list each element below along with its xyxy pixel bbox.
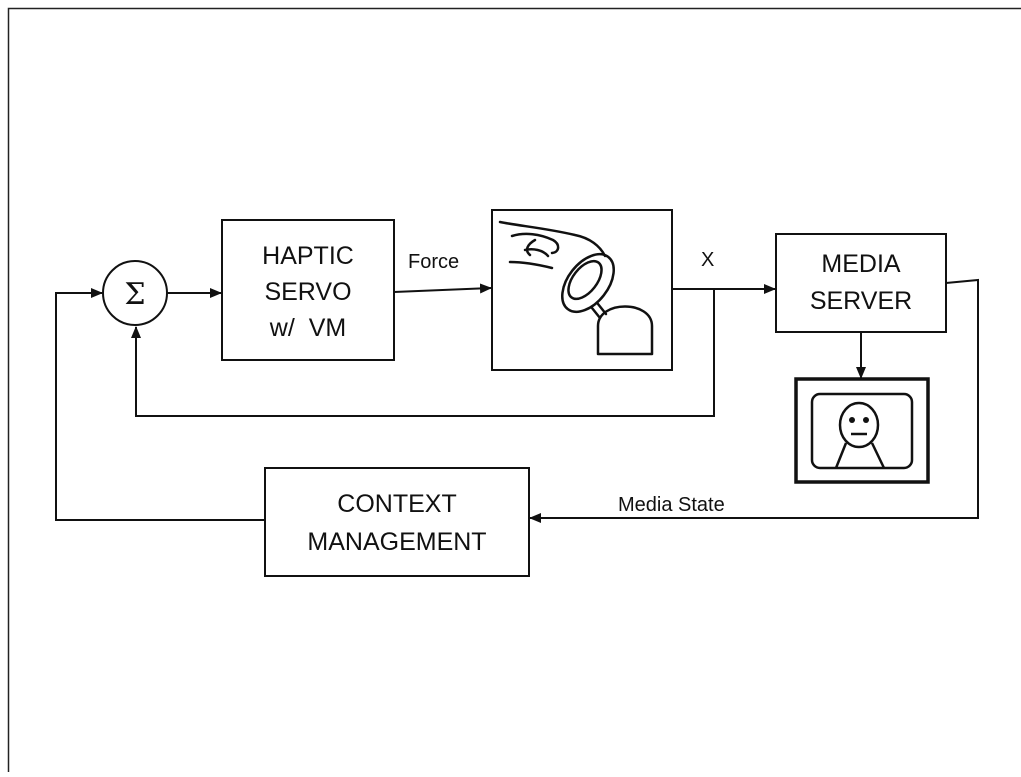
force-label: Force — [408, 251, 459, 273]
context-management-line-2: MANAGEMENT — [307, 528, 486, 556]
haptic-servo-line-1: HAPTIC — [262, 242, 354, 270]
haptic-servo-block: HAPTIC SERVO w/ VM — [222, 220, 394, 360]
context-management-line-1: CONTEXT — [337, 490, 456, 518]
haptic-device-block — [492, 210, 672, 370]
summing-junction: Σ — [103, 261, 167, 325]
media-state-label: Media State — [618, 494, 725, 516]
media-server-block: MEDIA SERVER — [776, 234, 946, 332]
sigma-symbol: Σ — [124, 277, 145, 312]
media-server-line-1: MEDIA — [821, 250, 901, 278]
haptic-servo-line-3: w/ VM — [269, 314, 346, 342]
force-arrow — [394, 288, 491, 292]
context-management-block: CONTEXT MANAGEMENT — [265, 468, 529, 576]
monitor-face-icon — [796, 379, 928, 482]
media-server-line-2: SERVER — [810, 287, 912, 315]
x-label: X — [701, 249, 714, 271]
haptic-servo-line-2: SERVO — [264, 278, 351, 306]
